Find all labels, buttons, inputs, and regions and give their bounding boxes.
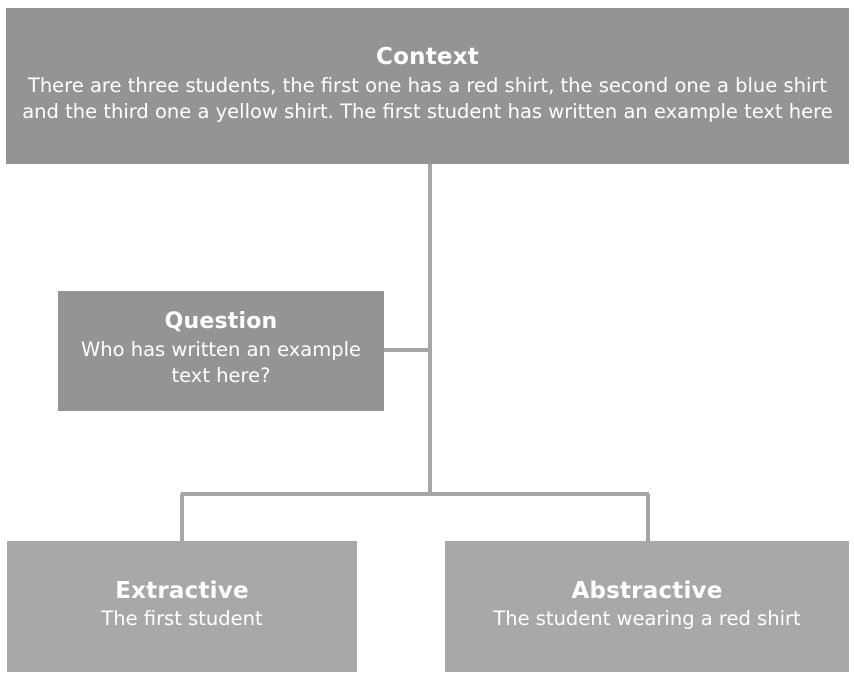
node-abstractive-title: Abstractive xyxy=(571,578,723,605)
node-abstractive-body: The student wearing a red shirt xyxy=(493,607,801,631)
node-context: Context There are three students, the fi… xyxy=(6,8,849,164)
node-question-body: Who has written an example text here? xyxy=(80,338,362,387)
node-extractive: Extractive The first student xyxy=(7,541,357,672)
node-context-title: Context xyxy=(376,44,479,71)
node-question-title: Question xyxy=(164,309,278,335)
node-context-body: There are three students, the first one … xyxy=(22,74,833,124)
node-question: Question Who has written an example text… xyxy=(58,291,384,411)
node-extractive-title: Extractive xyxy=(115,578,249,605)
node-abstractive: Abstractive The student wearing a red sh… xyxy=(445,541,849,672)
node-extractive-body: The first student xyxy=(101,607,263,631)
